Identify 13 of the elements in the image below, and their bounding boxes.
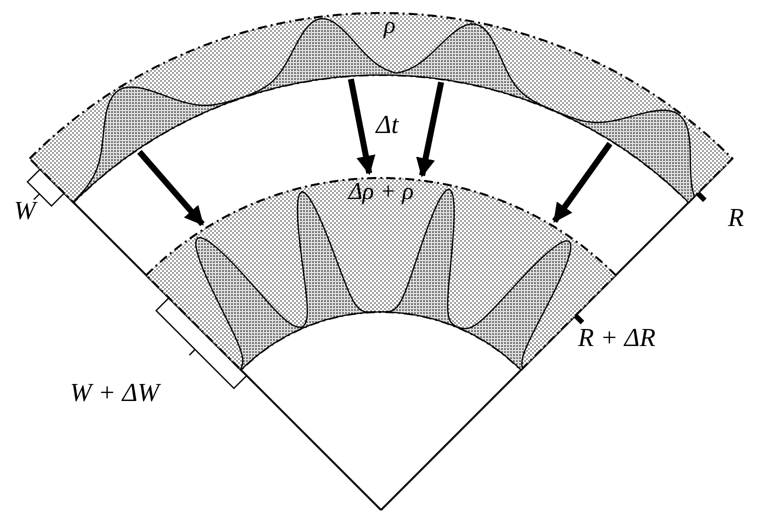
dimension-label: W + ΔW xyxy=(70,380,160,406)
annular-band xyxy=(145,177,618,372)
dimension-label: W xyxy=(14,198,36,224)
arrow xyxy=(137,150,205,226)
edge-label: Δt xyxy=(376,112,399,138)
dimension-label: R + ΔR xyxy=(578,325,656,351)
dimension-label: R xyxy=(728,205,744,231)
annular-band xyxy=(28,12,734,204)
arrow xyxy=(552,142,612,223)
band-label: Δρ + ρ xyxy=(348,180,414,205)
arrow xyxy=(416,82,444,178)
band-label: ρ xyxy=(384,14,396,40)
arrow xyxy=(348,78,376,176)
